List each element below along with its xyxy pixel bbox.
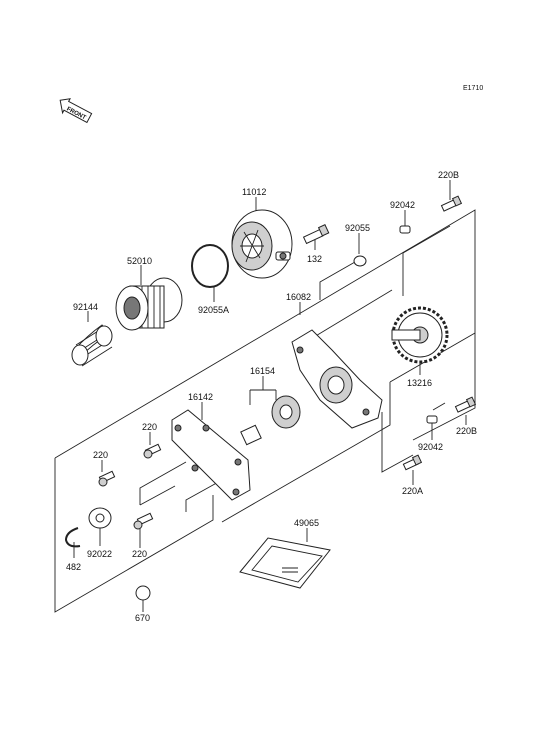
label-92042-top: 92042 bbox=[390, 200, 415, 210]
gear-13216 bbox=[391, 306, 449, 364]
pin-92042-bottom bbox=[426, 415, 438, 424]
diagram-code: E1710 bbox=[463, 85, 483, 92]
label-92144: 92144 bbox=[73, 302, 98, 312]
label-92055A: 92055A bbox=[198, 305, 229, 315]
front-arrow-icon: FRONT bbox=[59, 98, 93, 124]
label-220-b: 220 bbox=[93, 450, 108, 460]
label-220B-top: 220B bbox=[438, 170, 459, 180]
label-220-c: 220 bbox=[132, 549, 147, 559]
leader-lines bbox=[73, 180, 467, 612]
o-ring-92055 bbox=[353, 255, 367, 267]
rotor-16154 bbox=[240, 395, 301, 446]
label-13216: 13216 bbox=[407, 378, 432, 388]
o-ring-670 bbox=[135, 585, 151, 601]
plate-16142 bbox=[171, 409, 251, 501]
bolt-220B-top bbox=[440, 195, 463, 212]
pump-body-16082 bbox=[291, 329, 383, 429]
o-ring-92055A bbox=[191, 244, 229, 288]
label-220-a: 220 bbox=[142, 422, 157, 432]
screw-220-b bbox=[98, 470, 116, 487]
bolt-220A bbox=[402, 454, 423, 471]
pin-92042-top bbox=[399, 225, 411, 234]
circlip-482 bbox=[64, 527, 81, 548]
screw-220-a bbox=[143, 443, 162, 459]
label-92055: 92055 bbox=[345, 223, 370, 233]
label-670: 670 bbox=[135, 613, 150, 623]
label-16154: 16154 bbox=[250, 366, 275, 376]
part-labels: 11012 52010 92144 92055A 132 92055 92042… bbox=[66, 170, 477, 623]
washer-92022 bbox=[88, 507, 112, 529]
label-92022: 92022 bbox=[87, 549, 112, 559]
label-132: 132 bbox=[307, 254, 322, 264]
screw-220-c bbox=[133, 512, 154, 530]
label-482: 482 bbox=[66, 562, 81, 572]
label-49065: 49065 bbox=[294, 518, 319, 528]
label-52010: 52010 bbox=[127, 256, 152, 266]
bolt-132 bbox=[302, 224, 330, 245]
screen-49065 bbox=[239, 537, 331, 589]
label-16142: 16142 bbox=[188, 392, 213, 402]
bolt-220B-bottom bbox=[454, 396, 477, 413]
label-92042-bottom: 92042 bbox=[418, 442, 443, 452]
pump-cover-11012 bbox=[231, 209, 293, 279]
oil-filter-52010 bbox=[115, 277, 183, 331]
label-11012: 11012 bbox=[242, 187, 266, 197]
label-220B-bottom: 220B bbox=[456, 426, 477, 436]
label-16082: 16082 bbox=[286, 292, 311, 302]
label-220A: 220A bbox=[402, 486, 423, 496]
spring-92144 bbox=[71, 324, 113, 367]
